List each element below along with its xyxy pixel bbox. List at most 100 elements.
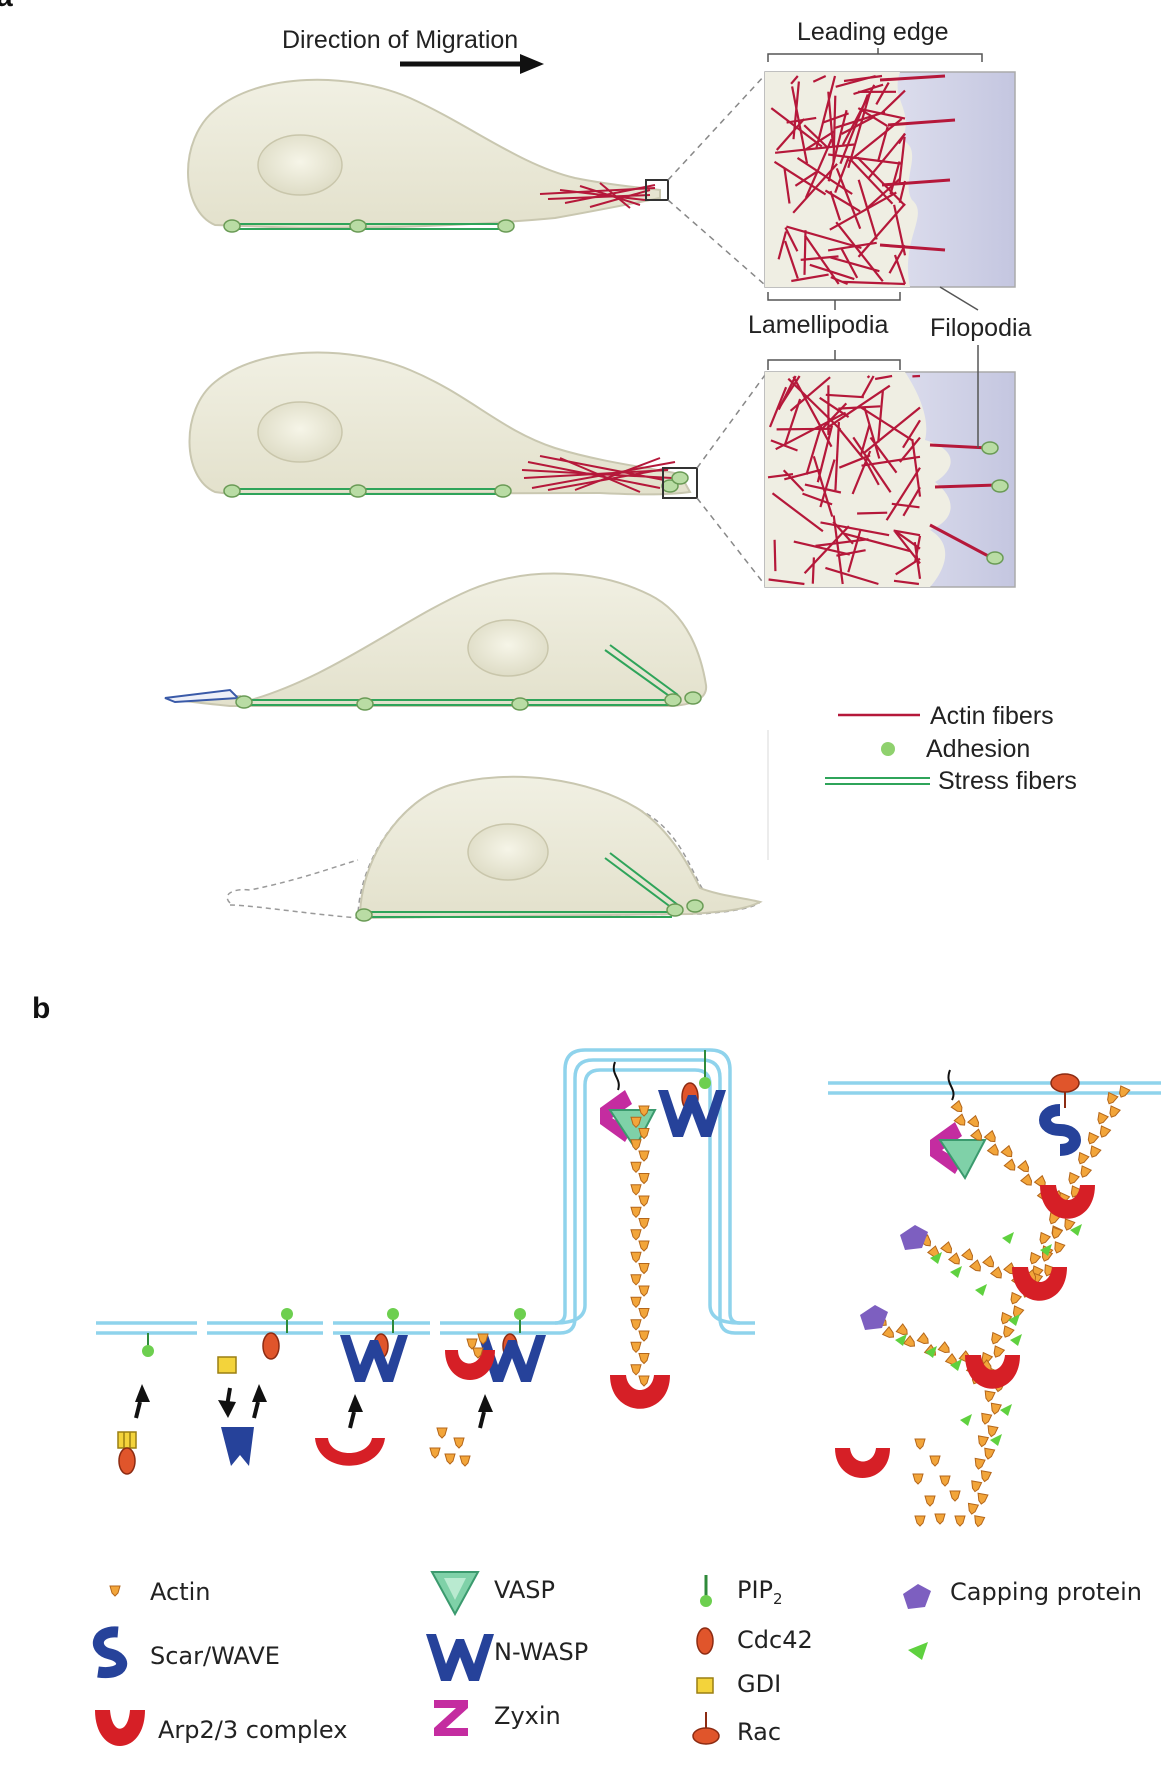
zoom-panel-filopodia bbox=[764, 371, 1016, 588]
lamellipodia-label: Lamellipodia bbox=[748, 311, 888, 339]
plasma-membrane bbox=[96, 1048, 1161, 1335]
filopodia-spikes bbox=[879, 74, 956, 252]
adhesion-dot bbox=[235, 695, 253, 709]
adhesion-dot bbox=[497, 219, 515, 233]
legend-adhesion: Adhesion bbox=[926, 735, 1030, 763]
panel-a-label: a bbox=[0, 0, 13, 13]
actin-network bbox=[770, 74, 907, 286]
arrow-up-icon bbox=[252, 1384, 267, 1402]
gdi-icon bbox=[696, 1677, 714, 1694]
legend-rac: Rac bbox=[737, 1718, 781, 1746]
gdi-icon bbox=[217, 1356, 237, 1374]
branched-actin-network bbox=[835, 1069, 1131, 1528]
scar-wave-icon bbox=[1039, 1104, 1081, 1156]
adhesion-dot bbox=[664, 693, 682, 707]
actin-icon bbox=[109, 1585, 121, 1597]
adhesion-dot bbox=[356, 697, 374, 711]
actin-fibers bbox=[539, 182, 656, 209]
step-3 bbox=[315, 1308, 408, 1466]
step-2 bbox=[217, 1308, 293, 1466]
cell-1 bbox=[187, 78, 669, 233]
adhesion-dot bbox=[666, 903, 684, 917]
branch-protein-icon bbox=[908, 1642, 928, 1660]
migration-arrow-icon bbox=[400, 54, 544, 74]
legend-arp23: Arp2/3 complex bbox=[158, 1716, 347, 1744]
leading-edge-label: Leading edge bbox=[797, 18, 949, 46]
arrow-up-icon bbox=[478, 1394, 493, 1412]
zoom-guides bbox=[667, 74, 766, 586]
nucleus bbox=[257, 134, 343, 196]
arp23-icon bbox=[315, 1438, 385, 1466]
legend-capping-protein: Capping protein bbox=[950, 1578, 1142, 1606]
capping-protein-icon bbox=[900, 1225, 928, 1250]
legend-actin-fibers: Actin fibers bbox=[930, 702, 1054, 730]
wasp-icon bbox=[221, 1427, 254, 1466]
arp23-icon bbox=[965, 1355, 1020, 1389]
filopodia-label: Filopodia bbox=[930, 314, 1032, 342]
adhesion-swatch bbox=[881, 742, 895, 756]
adhesion-dot bbox=[223, 484, 241, 498]
zoom-panel-leading-edge bbox=[764, 71, 1016, 288]
cell-2 bbox=[188, 351, 698, 499]
adhesion-dot bbox=[684, 691, 702, 705]
adhesion-dot bbox=[671, 471, 689, 485]
rac-icon bbox=[692, 1727, 720, 1745]
legend-vasp: VASP bbox=[494, 1576, 555, 1604]
n-wasp-icon bbox=[658, 1090, 726, 1137]
vasp-icon bbox=[938, 1139, 987, 1180]
adhesion-dot bbox=[223, 219, 241, 233]
adhesion-dot bbox=[986, 551, 1004, 565]
legend-pip2: PIP2 bbox=[737, 1576, 783, 1608]
cell-3 bbox=[164, 572, 708, 711]
capping-protein-icon bbox=[903, 1584, 931, 1609]
arp23-icon bbox=[1012, 1267, 1067, 1301]
adhesion-dot bbox=[355, 908, 373, 922]
adhesion-dot bbox=[686, 899, 704, 913]
panel-b-label: b bbox=[32, 992, 50, 1025]
filopodium bbox=[600, 1050, 726, 1409]
n-wasp-icon bbox=[426, 1634, 494, 1681]
cell-4 bbox=[226, 775, 763, 922]
actin-network bbox=[767, 374, 922, 586]
cdc42-icon bbox=[696, 1627, 714, 1655]
adhesion-dot bbox=[349, 219, 367, 233]
adhesion-dot bbox=[494, 484, 512, 498]
adhesion-dot bbox=[981, 441, 999, 455]
scar-wave-icon bbox=[93, 1626, 128, 1679]
legend-scar-wave: Scar/WAVE bbox=[150, 1642, 280, 1670]
capping-protein-icon bbox=[860, 1305, 888, 1330]
n-wasp-icon bbox=[340, 1335, 408, 1382]
brackets bbox=[767, 48, 983, 448]
legend-n-wasp: N-WASP bbox=[494, 1638, 588, 1666]
arp23-icon bbox=[835, 1448, 890, 1478]
nucleus bbox=[257, 401, 343, 463]
legend-cdc42: Cdc42 bbox=[737, 1626, 813, 1654]
arp23-icon bbox=[610, 1375, 670, 1409]
arp23-icon bbox=[1040, 1185, 1095, 1219]
arrow-up-icon bbox=[348, 1394, 363, 1412]
arrow-down-icon bbox=[218, 1400, 236, 1418]
arrow-up-icon bbox=[135, 1384, 150, 1402]
legend-stress-fibers: Stress fibers bbox=[938, 767, 1077, 795]
nucleus bbox=[467, 619, 549, 677]
adhesion-dot bbox=[511, 697, 529, 711]
zoom-box bbox=[662, 467, 698, 499]
n-wasp-icon bbox=[478, 1335, 546, 1382]
legend-actin: Actin bbox=[150, 1578, 210, 1606]
legend-panel-b: Actin Scar/WAVE Arp2/3 complex VASP N-WA… bbox=[93, 1571, 1142, 1746]
gdi-icon bbox=[117, 1431, 137, 1449]
legend-zyxin: Zyxin bbox=[494, 1702, 561, 1730]
legend-panel-a: Actin fibers Adhesion Stress fibers bbox=[825, 702, 1077, 795]
cdc42-icon bbox=[118, 1447, 136, 1475]
step-4 bbox=[429, 1308, 546, 1467]
step-1 bbox=[117, 1333, 154, 1475]
arp23-icon bbox=[445, 1350, 495, 1380]
adhesion-dot bbox=[991, 479, 1009, 493]
legend-gdi: GDI bbox=[737, 1670, 781, 1698]
direction-of-migration-label: Direction of Migration bbox=[282, 26, 518, 54]
actin-fibers bbox=[521, 455, 676, 493]
rac-icon bbox=[1050, 1073, 1080, 1093]
zyxin-icon bbox=[434, 1700, 468, 1736]
nucleus bbox=[467, 823, 549, 881]
